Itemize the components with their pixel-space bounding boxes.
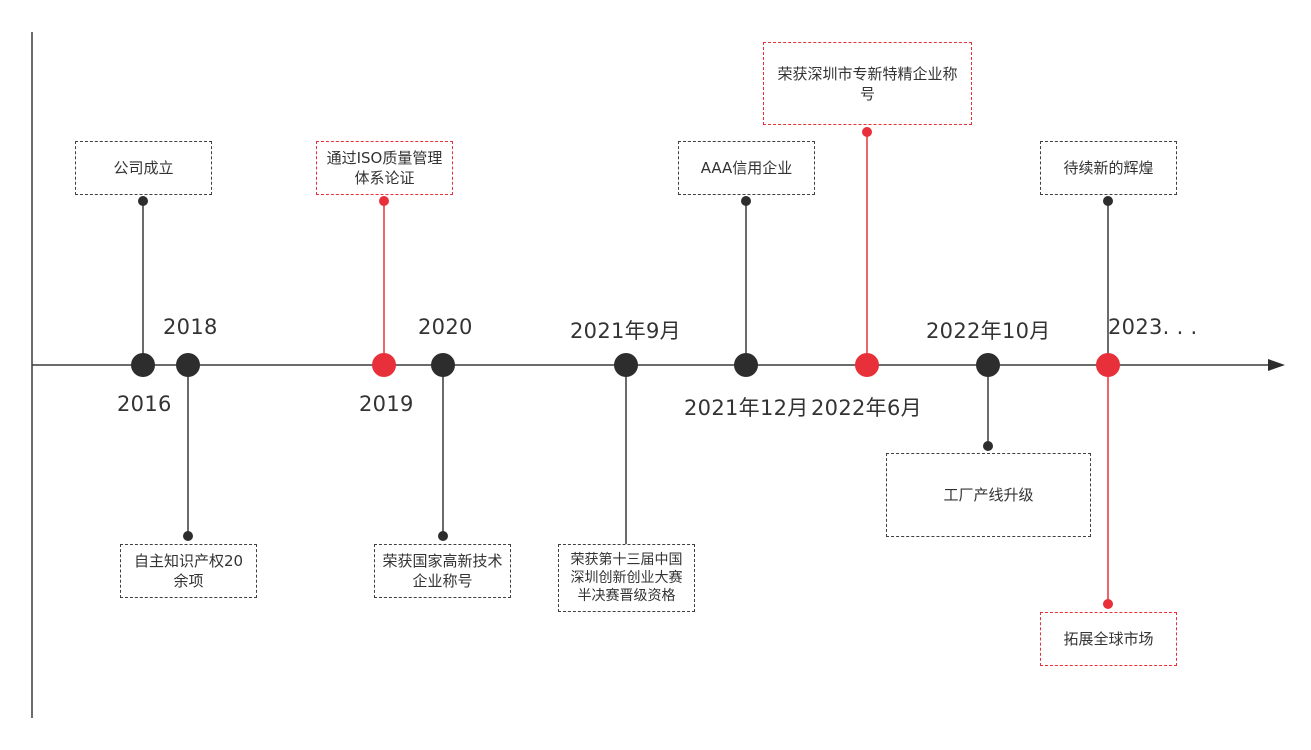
year-label-2021-12: 2021年12月	[684, 396, 809, 420]
timeline-arrow-head	[1268, 359, 1285, 371]
year-label-2018: 2018	[163, 315, 218, 339]
milestone-dot-2018	[176, 353, 200, 377]
event-box-2021-9: 荣获第十三届中国深圳创新创业大赛半决赛晋级资格	[558, 544, 695, 612]
year-label-2020: 2020	[418, 315, 473, 339]
year-label-2016: 2016	[117, 392, 172, 416]
event-box-2023-up: 待续新的辉煌	[1040, 141, 1177, 195]
endpoint-dot-2022-6	[862, 127, 872, 137]
year-label-2021-9: 2021年9月	[570, 319, 681, 343]
endpoint-dot-2021-12	[741, 196, 751, 206]
milestone-dot-2020	[431, 353, 455, 377]
milestone-dot-2023	[1096, 353, 1120, 377]
year-label-2023: 2023. . .	[1108, 315, 1198, 339]
event-box-2021-12: AAA信用企业	[678, 141, 815, 195]
year-label-2022-6: 2022年6月	[811, 396, 922, 420]
endpoint-dot-2020	[438, 531, 448, 541]
event-box-2016: 公司成立	[75, 141, 212, 195]
year-label-2019: 2019	[359, 392, 414, 416]
milestone-dot-2019	[372, 353, 396, 377]
year-label-2022-10: 2022年10月	[926, 319, 1051, 343]
event-box-2019: 通过ISO质量管理体系论证	[316, 141, 453, 195]
event-box-2023-down: 拓展全球市场	[1040, 612, 1177, 666]
event-box-2020: 荣获国家高新技术企业称号	[374, 544, 511, 598]
milestone-dot-2016	[131, 353, 155, 377]
milestone-dot-2021-12	[734, 353, 758, 377]
milestone-dot-2022-6	[855, 353, 879, 377]
endpoint-dot-2018	[183, 531, 193, 541]
event-box-2022-10: 工厂产线升级	[886, 453, 1091, 537]
endpoint-dot-2019	[379, 196, 389, 206]
milestone-dot-2021-9	[614, 353, 638, 377]
endpoint-dot-2023-up	[1103, 196, 1113, 206]
event-box-2018: 自主知识产权20余项	[120, 544, 257, 598]
endpoint-dot-2022-10	[983, 441, 993, 451]
endpoint-dot-2016	[138, 196, 148, 206]
event-box-2022-6: 荣获深圳市专新特精企业称号	[763, 42, 972, 125]
endpoint-dot-2023-down	[1103, 599, 1113, 609]
milestone-dot-2022-10	[976, 353, 1000, 377]
